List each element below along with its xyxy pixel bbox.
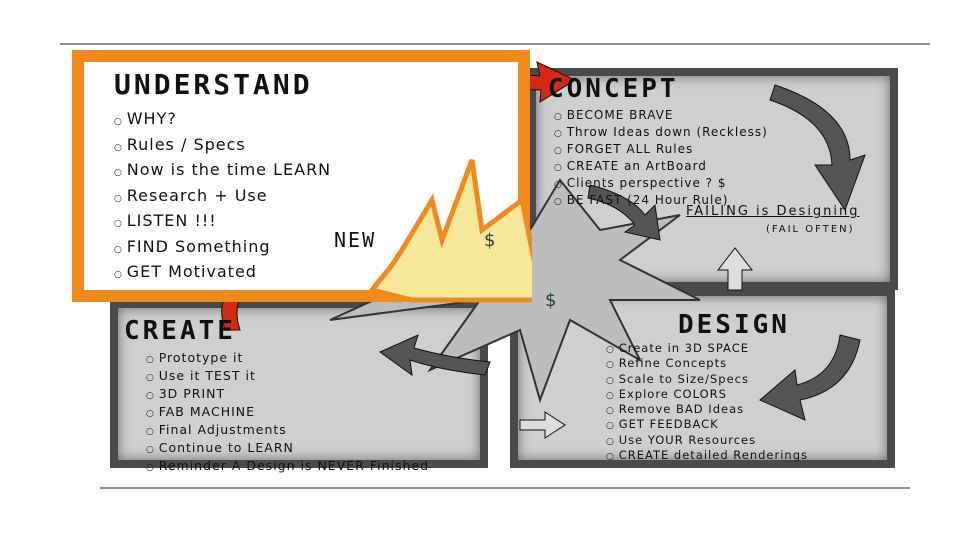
list-item: FAB MACHINE <box>146 404 429 422</box>
dollar-sign: $ <box>545 290 557 311</box>
list-item: CREATE detailed Renderings <box>606 448 808 464</box>
list-item: GET Motivated <box>114 261 331 287</box>
create-title: CREATE <box>124 316 236 346</box>
new-label: NEW <box>334 228 377 252</box>
understand-title: UNDERSTAND <box>114 68 313 101</box>
list-item: Prototype it <box>146 350 429 368</box>
list-item: Create in 3D SPACE <box>606 341 808 357</box>
list-item: GET FEEDBACK <box>606 418 808 433</box>
concept-title: CONCEPT <box>548 74 679 104</box>
right-small-arrow-icon <box>519 411 566 439</box>
list-item: 3D PRINT <box>146 386 429 404</box>
create-list: Prototype it Use it TEST it 3D PRINT FAB… <box>146 350 429 476</box>
list-item: Scale to Size/Specs <box>606 372 808 388</box>
design-title: DESIGN <box>678 310 790 340</box>
list-item: Use it TEST it <box>146 368 429 386</box>
list-item: Final Adjustments <box>146 422 429 440</box>
list-item: Reminder A Design is NEVER Finished <box>146 458 429 476</box>
list-item: Clients perspective ? $ <box>554 176 768 193</box>
list-item: Refine Concepts <box>606 357 808 372</box>
list-item: Throw Ideas down (Reckless) <box>554 125 768 142</box>
list-item: BECOME BRAVE <box>554 108 768 125</box>
create-panel: CREATE Prototype it Use it TEST it 3D PR… <box>110 300 488 473</box>
gray-arrow-cw-icon <box>769 84 866 212</box>
understand-list: WHY? Rules / Specs Now is the time LEARN… <box>114 108 331 287</box>
concept-list: BECOME BRAVE Throw Ideas down (Reckless)… <box>554 108 768 210</box>
list-item: FORGET ALL Rules <box>554 142 768 159</box>
up-arrow-icon <box>716 247 754 291</box>
list-item: Remove BAD Ideas <box>606 402 808 418</box>
list-item: Research + Use <box>114 185 331 211</box>
failing-note: FAILING is Designing <box>686 204 860 219</box>
design-list: Create in 3D SPACE Refine Concepts Scale… <box>606 341 808 464</box>
fail-often-note: (FAIL OFTEN) <box>766 224 855 235</box>
list-item: CREATE an ArtBoard <box>554 159 768 176</box>
list-item: LISTEN !!! <box>114 210 331 236</box>
list-item: Continue to LEARN <box>146 440 429 458</box>
dollar-sign: $ <box>484 230 496 251</box>
understand-panel: UNDERSTAND WHY? Rules / Specs Now is the… <box>72 50 532 303</box>
list-item: Explore COLORS <box>606 387 808 403</box>
list-item: BE FAST (24 Hour Rule) <box>554 193 768 210</box>
list-item: Now is the time LEARN <box>114 159 331 185</box>
list-item: Use YOUR Resources <box>606 433 808 449</box>
understand-burst <box>367 159 532 303</box>
list-item: WHY? <box>114 108 331 134</box>
list-item: FIND Something <box>114 236 331 262</box>
list-item: Rules / Specs <box>114 134 331 160</box>
